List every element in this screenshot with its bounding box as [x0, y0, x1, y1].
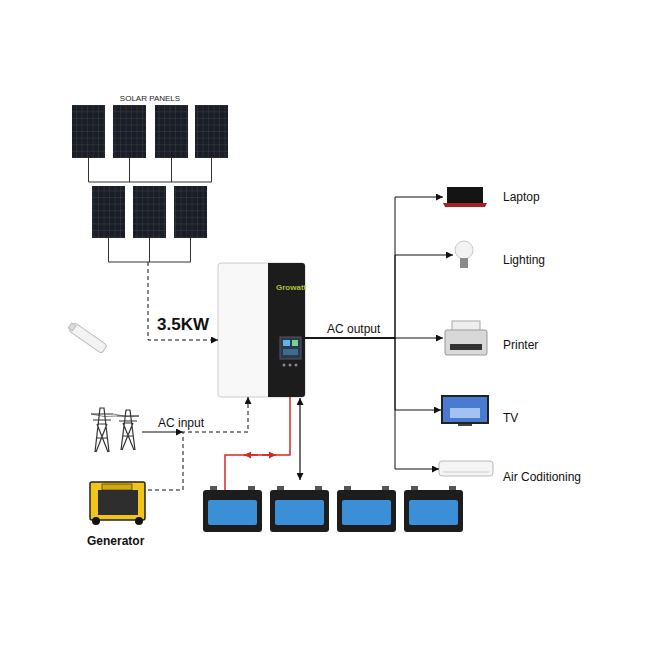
solar-panels [72, 105, 228, 262]
battery-label [208, 500, 257, 525]
ac-icon [439, 461, 493, 476]
grid-wire [142, 432, 183, 433]
tv-stand [458, 424, 472, 426]
node-label: Printer [503, 338, 538, 352]
node-label: SOLAR PANELS [68, 94, 232, 103]
battery-flow-arrow [244, 454, 258, 456]
generator [90, 482, 145, 525]
connector [305, 338, 441, 410]
edge-label: AC input [158, 416, 204, 430]
battery-label [342, 500, 391, 525]
panel-cells [92, 186, 125, 238]
panel-cells [72, 105, 105, 158]
wifi-stick-plug [68, 323, 76, 331]
laptop-base [443, 203, 487, 207]
generator-box: Generator [88, 478, 148, 526]
inverter-button [295, 364, 298, 367]
laptop-icon [443, 187, 487, 207]
tv-icon [441, 395, 489, 426]
node-label: Lighting [503, 253, 545, 267]
solar-panel [113, 105, 146, 158]
node-label: Air Coditioning [503, 470, 581, 484]
load-tv: TV [441, 394, 489, 426]
solar-panel [174, 186, 207, 238]
node-label: Growatt [276, 283, 306, 292]
connector [148, 397, 248, 490]
load-lighting: Lighting [453, 236, 475, 274]
tv-picture [450, 408, 480, 418]
bulb-base [460, 258, 468, 268]
power-line [91, 414, 139, 417]
screen-detail [283, 349, 298, 355]
battery-link [299, 398, 300, 480]
solar-panel [155, 105, 188, 158]
generator-engine [98, 490, 138, 515]
node-label: Generator [87, 534, 144, 548]
connector [305, 197, 443, 338]
screen-detail [283, 340, 290, 346]
panel-cells [195, 105, 228, 158]
solar-panel [195, 105, 228, 158]
printer-icon [445, 321, 487, 355]
panel-cells [174, 186, 207, 238]
printer-slot [450, 344, 482, 350]
load-printer: Printer [443, 320, 489, 360]
generator-frame [90, 482, 145, 520]
panel-cells [133, 186, 166, 238]
battery-label [409, 500, 458, 525]
screen-detail [292, 340, 298, 346]
solar-panel [72, 105, 105, 158]
node-label: TV [503, 411, 518, 425]
battery [404, 490, 463, 532]
battery [337, 490, 396, 532]
laptop-screen [447, 187, 483, 203]
edge-label: AC output [327, 322, 380, 336]
load-air-conditioning: Air Coditioning [439, 460, 493, 478]
generator-wheel [92, 517, 100, 525]
battery-label [275, 500, 324, 525]
inverter-button [289, 364, 292, 367]
connector [148, 262, 218, 340]
inverter-button [283, 364, 286, 367]
tv-screen [443, 397, 487, 422]
panel-wiring [89, 158, 212, 182]
connector [305, 338, 439, 469]
batteries [203, 486, 463, 532]
bulb-icon [455, 241, 473, 268]
pylon [91, 408, 113, 452]
tv-frame [441, 395, 489, 424]
inverter-box: Growatt [218, 263, 305, 397]
battery-wire [225, 397, 290, 490]
wifi-stick-body [69, 322, 108, 353]
edge-label: 3.5KW [157, 315, 209, 334]
node-label: Laptop [503, 190, 540, 204]
panel-wiring [109, 238, 191, 262]
wifi-stick [67, 321, 107, 353]
grid-pylons [91, 408, 139, 452]
battery [203, 490, 262, 532]
connector [305, 255, 453, 338]
solar-panel [92, 186, 125, 238]
generator-tank [102, 484, 132, 490]
inverter-screen [280, 337, 301, 359]
solar-array: SOLAR PANELS [68, 92, 232, 262]
bulb-glass [455, 241, 473, 259]
printer-body [445, 330, 487, 355]
ac-vent [443, 472, 489, 473]
generator-wheel [135, 517, 143, 525]
panel-cells [113, 105, 146, 158]
panel-cells [155, 105, 188, 158]
battery-flow-arrow [262, 454, 276, 456]
solar-panel [133, 186, 166, 238]
load-laptop: Laptop [443, 186, 487, 208]
battery [270, 490, 329, 532]
ac-unit [439, 461, 493, 476]
